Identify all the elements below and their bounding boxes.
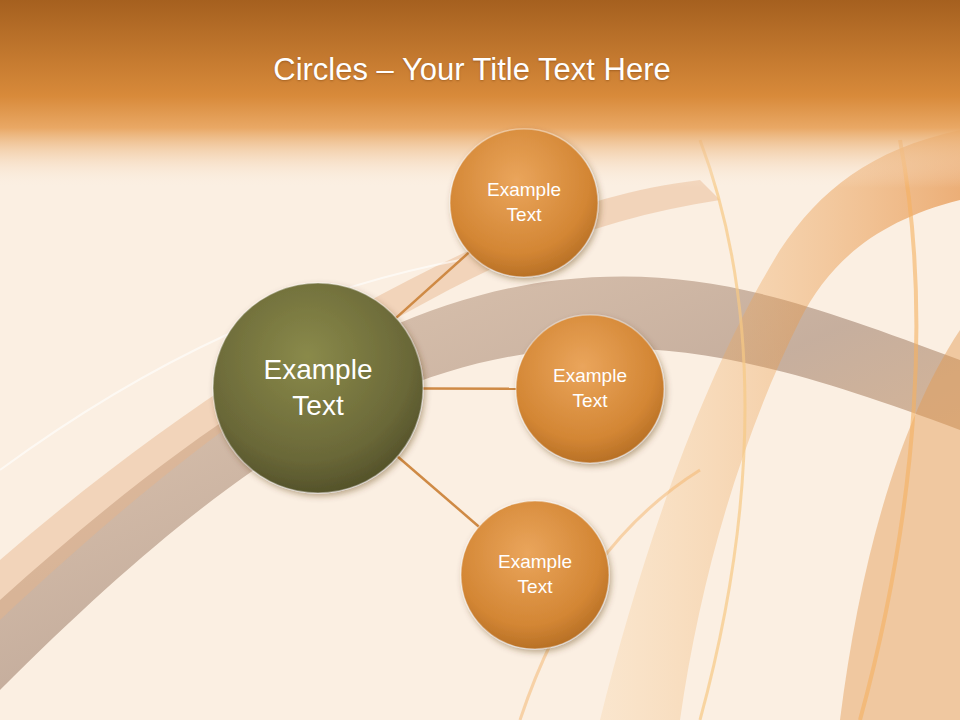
circle-label: Example Text	[248, 352, 388, 425]
connector-line	[396, 252, 469, 317]
circle-content: Example Text	[459, 499, 611, 651]
slide-title: Circles – Your Title Text Here	[0, 52, 944, 88]
connector-line	[398, 457, 479, 527]
circle-shape	[448, 127, 600, 279]
circle-fill	[450, 129, 598, 277]
circle-shape	[211, 281, 425, 495]
circle-fill	[461, 501, 609, 649]
satellite-circle: Example Text	[514, 313, 666, 465]
circle-content: Example Text	[211, 281, 425, 495]
connector-line	[423, 387, 516, 390]
circle-label: Example Text	[485, 550, 585, 599]
circle-shape	[459, 499, 611, 651]
hub-circle: Example Text	[211, 281, 425, 495]
circle-label: Example Text	[474, 178, 574, 227]
swirl-line	[860, 140, 916, 720]
satellite-circle: Example Text	[459, 499, 611, 651]
swirl-band	[0, 180, 720, 620]
satellite-circle: Example Text	[448, 127, 600, 279]
header-band	[0, 0, 960, 128]
circle-content: Example Text	[514, 313, 666, 465]
circle-shape	[514, 313, 666, 465]
circle-fill	[516, 315, 664, 463]
circle-content: Example Text	[448, 127, 600, 279]
circle-fill	[213, 283, 423, 493]
swirl-line	[700, 140, 745, 720]
circle-label: Example Text	[540, 364, 640, 413]
